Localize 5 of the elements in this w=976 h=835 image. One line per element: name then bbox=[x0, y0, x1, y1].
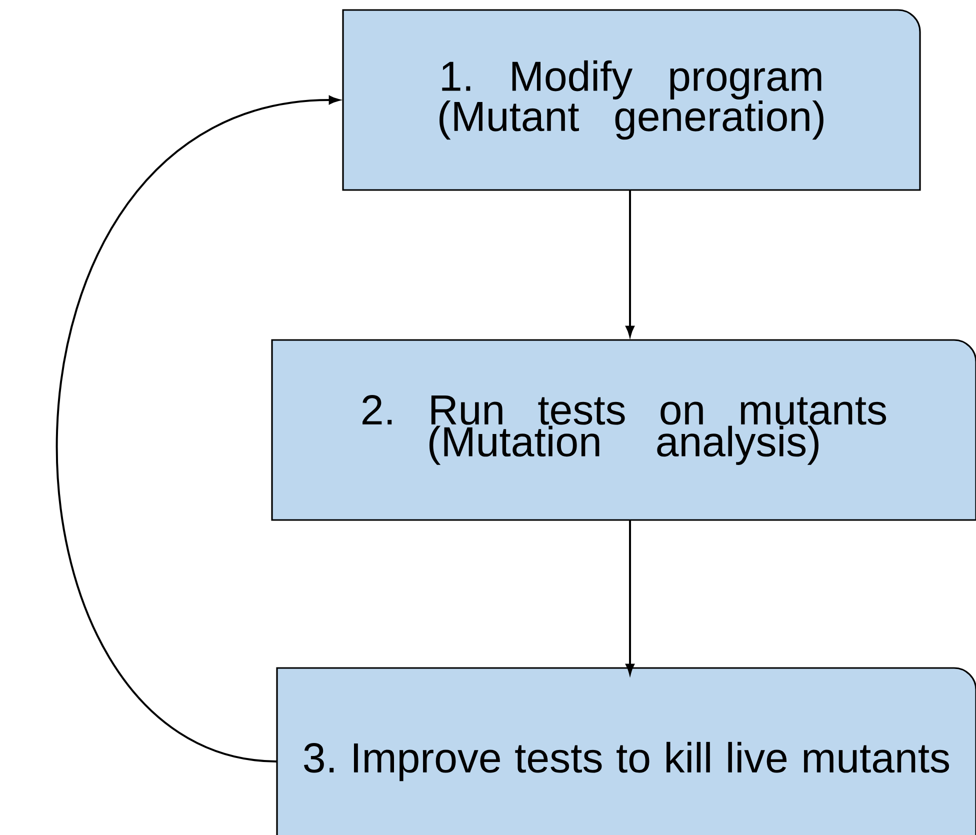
process-box: 2. Run tests on mutants (Mutation analysis) bbox=[271, 339, 976, 521]
arrow bbox=[626, 190, 634, 336]
arrow bbox=[56, 96, 340, 762]
process-box: 3. Improve tests to kill live mutants bbox=[276, 667, 976, 835]
process-box: 1. Modify program (Mutant generation) bbox=[342, 9, 921, 191]
